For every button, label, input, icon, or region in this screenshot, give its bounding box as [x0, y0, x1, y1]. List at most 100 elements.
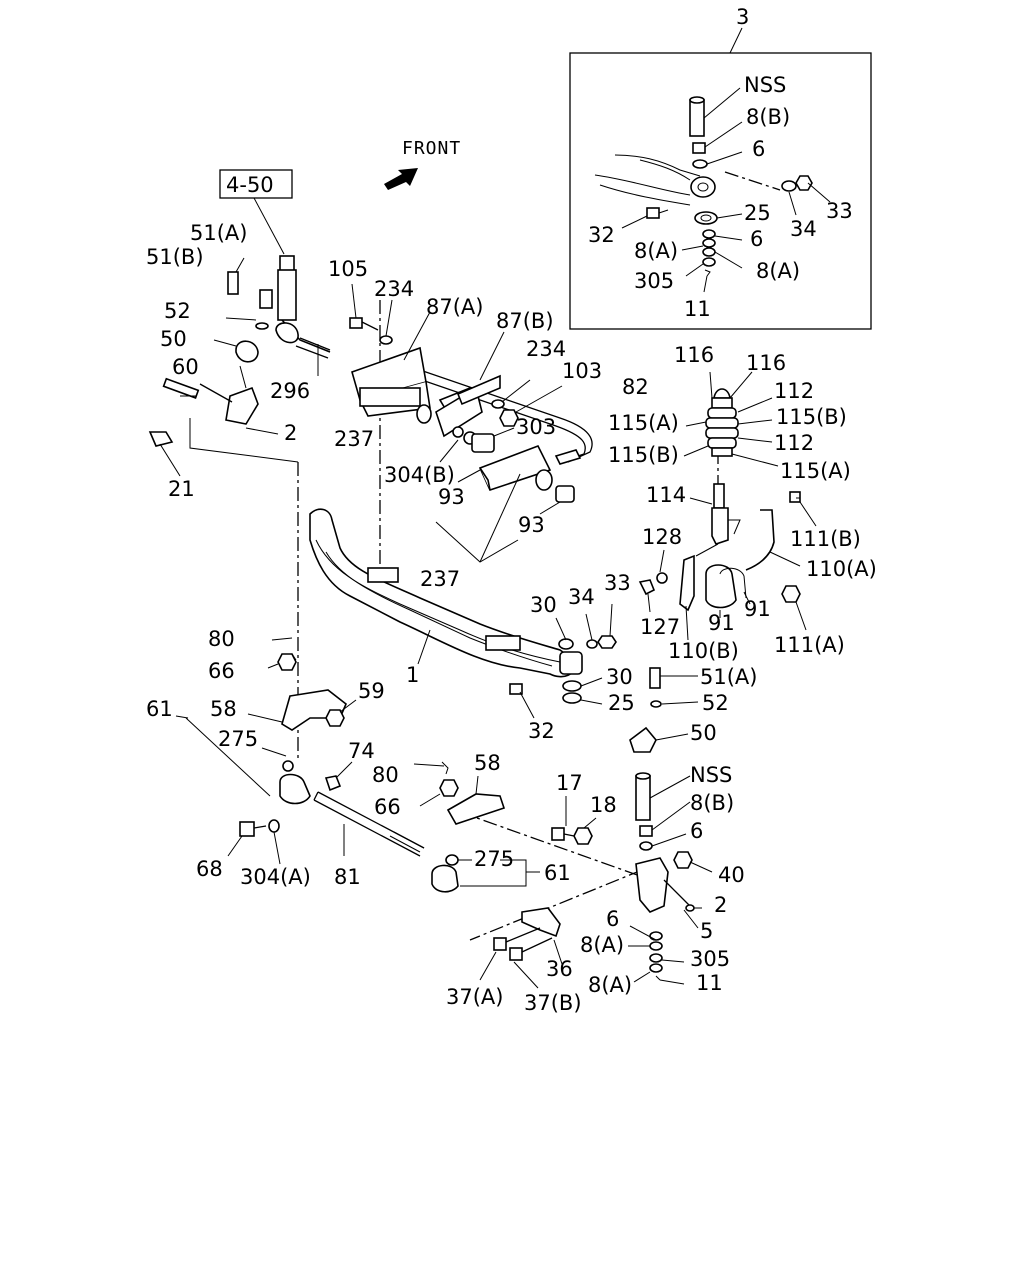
callout-label: 52 — [702, 691, 729, 715]
callout-label: 304(A) — [240, 865, 311, 889]
callout-label: 25 — [744, 201, 771, 225]
callout-label: 52 — [164, 299, 191, 323]
callout-label: NSS — [744, 73, 786, 97]
bracket-93 — [435, 444, 575, 563]
arm-36 — [479, 907, 563, 989]
inset-detail-box — [569, 27, 872, 330]
callout-label: 36 — [546, 957, 573, 981]
callout-label: 80 — [372, 763, 399, 787]
callout-label: 32 — [588, 223, 615, 247]
inset-frame — [569, 52, 872, 330]
callout-label: 82 — [622, 375, 649, 399]
callout-label: 303 — [516, 415, 556, 439]
callout-label: 58 — [474, 751, 501, 775]
callout-label: 61 — [146, 697, 173, 721]
callout-label: 80 — [208, 627, 235, 651]
callout-label: 296 — [270, 379, 310, 403]
front-arrow-icon — [384, 168, 418, 190]
callout-label: 11 — [696, 971, 723, 995]
callout-label: 40 — [718, 863, 745, 887]
callout-label: 2 — [284, 421, 297, 445]
callout-label: 50 — [690, 721, 717, 745]
callout-label: 51(B) — [146, 245, 204, 269]
callout-label: 116 — [746, 351, 786, 375]
bolt-17 — [551, 796, 597, 845]
front-label: FRONT — [402, 138, 461, 159]
left-tie-rod-end — [175, 637, 357, 805]
callout-label: 8(B) — [746, 105, 790, 129]
callout-label: 234 — [374, 277, 414, 301]
bolt-105 — [349, 283, 393, 345]
reference-box: 4-50 — [219, 169, 293, 255]
callout-label: 3 — [736, 5, 749, 29]
callout-label: 34 — [790, 217, 817, 241]
callout-label: 275 — [218, 727, 258, 751]
left-knuckle — [148, 257, 299, 477]
callout-label: 18 — [590, 793, 617, 817]
callout-label: 87(B) — [496, 309, 554, 333]
ref-box-label: 4-50 — [226, 173, 274, 197]
bracket-87b — [435, 331, 563, 438]
callout-label: 59 — [358, 679, 385, 703]
bump-stopper-stack — [683, 371, 779, 467]
right-steering-knuckle — [628, 851, 713, 985]
callout-label: 32 — [528, 719, 555, 743]
callout-labels: 3 NSS 8(B) 6 33 34 25 32 8(A) 6 30 5 8(A)… — [146, 5, 877, 1015]
callout-label: 116 — [674, 343, 714, 367]
bushing-303 — [439, 426, 515, 463]
callout-label: 128 — [642, 525, 682, 549]
inset-knuckle-eye — [690, 176, 716, 198]
axle-end-hardware — [509, 603, 617, 719]
callout-label: 93 — [518, 513, 545, 537]
callout-label: 2 — [714, 893, 727, 917]
callout-label: 111(A) — [774, 633, 845, 657]
stabilizer-link — [638, 483, 817, 641]
callout-label: 105 — [328, 257, 368, 281]
right-tie-rod-end — [413, 761, 540, 893]
callout-label: 37(A) — [446, 985, 503, 1009]
callout-label: 37(B) — [524, 991, 582, 1015]
callout-label: 66 — [208, 659, 235, 683]
callout-label: 8(A) — [756, 259, 800, 283]
callout-label: 8(A) — [588, 973, 632, 997]
callout-label: 91 — [708, 611, 735, 635]
callout-label: 11 — [684, 297, 711, 321]
callout-label: 115(B) — [608, 443, 679, 467]
bracket-87a — [351, 311, 432, 424]
callout-label: 6 — [606, 907, 619, 931]
callout-label: 8(A) — [634, 239, 678, 263]
callout-label: 115(A) — [780, 459, 851, 483]
right-knuckle-upper — [629, 667, 699, 851]
callout-label: 66 — [374, 795, 401, 819]
callout-label: 34 — [568, 585, 595, 609]
callout-label: 33 — [604, 571, 631, 595]
callout-label: 237 — [334, 427, 374, 451]
callout-label: 6 — [690, 819, 703, 843]
callout-label: 304(B) — [384, 463, 455, 487]
callout-label: 8(B) — [690, 791, 734, 815]
callout-label: 1 — [406, 663, 419, 687]
tie-rod-81 — [313, 791, 425, 857]
callout-label: 33 — [826, 199, 853, 223]
callout-label: 8(A) — [580, 933, 624, 957]
callout-label: 275 — [474, 847, 514, 871]
callout-label: 112 — [774, 431, 814, 455]
callout-label: 21 — [168, 477, 195, 501]
callout-label: 237 — [420, 567, 460, 591]
callout-label: 5 — [700, 919, 713, 943]
callout-label: 51(A) — [700, 665, 757, 689]
callout-label: 127 — [640, 615, 680, 639]
callout-label: 61 — [544, 861, 571, 885]
callout-label: 51(A) — [190, 221, 247, 245]
callout-label: 74 — [348, 739, 375, 763]
callout-label: 112 — [774, 379, 814, 403]
callout-label: 6 — [752, 137, 765, 161]
front-indicator: FRONT — [384, 138, 461, 190]
callout-label: 103 — [562, 359, 602, 383]
callout-label: 30 — [530, 593, 557, 617]
callout-label: 50 — [160, 327, 187, 351]
left-shock-absorber — [275, 255, 331, 376]
callout-label: 17 — [556, 771, 583, 795]
callout-label: 234 — [526, 337, 566, 361]
